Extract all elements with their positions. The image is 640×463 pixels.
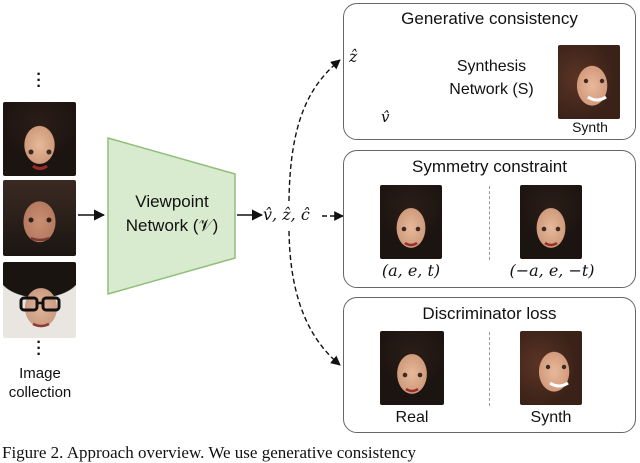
discriminator-synth-face [520,331,582,405]
discriminator-real-label: Real [395,409,429,426]
symmetry-divider [489,186,490,260]
viewpoint-network-shape [107,137,236,295]
input-face-3 [3,262,76,338]
image-collection-label-line2: collection [8,384,72,401]
branch-arrow-generative [288,59,341,202]
symmetry-left-label: (a, e, t) [381,261,441,280]
viewpoint-network-label: Viewpoint Network (𝒱) [108,190,236,238]
discriminator-synth-label: Synth [530,409,572,426]
synthesis-network-label-line2: Network (S) [449,81,534,98]
discriminator-loss-title: Discriminator loss [422,304,557,323]
symmetry-face-original [380,185,442,259]
synth-output-face [558,45,620,119]
viewpoint-network-label-line2: Network (𝒱) [125,216,219,235]
z-latent-label: ẑ [349,47,358,66]
v-viewpoint-label: v̂ [381,108,390,126]
ellipsis-top: ··· [36,66,42,95]
symmetry-right-label: (−a, e, −t) [509,261,595,280]
input-face-2 [3,180,76,256]
symmetry-face-mirrored [520,185,582,259]
viewpoint-network-label-line1: Viewpoint [135,192,209,211]
ellipsis-bottom: ··· [36,334,42,363]
input-face-1 [3,102,76,176]
predicted-outputs-label: v̂, ẑ, ĉ [263,205,310,224]
synthesis-network-label-line1: Synthesis [456,58,527,75]
image-collection-label: Image collection [0,364,80,402]
symmetry-constraint-title: Symmetry constraint [412,157,567,176]
image-collection-label-line1: Image [19,365,61,382]
discriminator-divider [489,332,490,406]
synthesis-network-label: Synthesis Network (S) [428,55,555,101]
synth-output-label: Synth [572,119,608,135]
branch-arrow-discriminator [288,230,341,366]
discriminator-real-face [380,331,444,405]
figure-caption: Figure 2. Approach overview. We use gene… [2,443,417,462]
generative-consistency-title: Generative consistency [401,9,578,28]
